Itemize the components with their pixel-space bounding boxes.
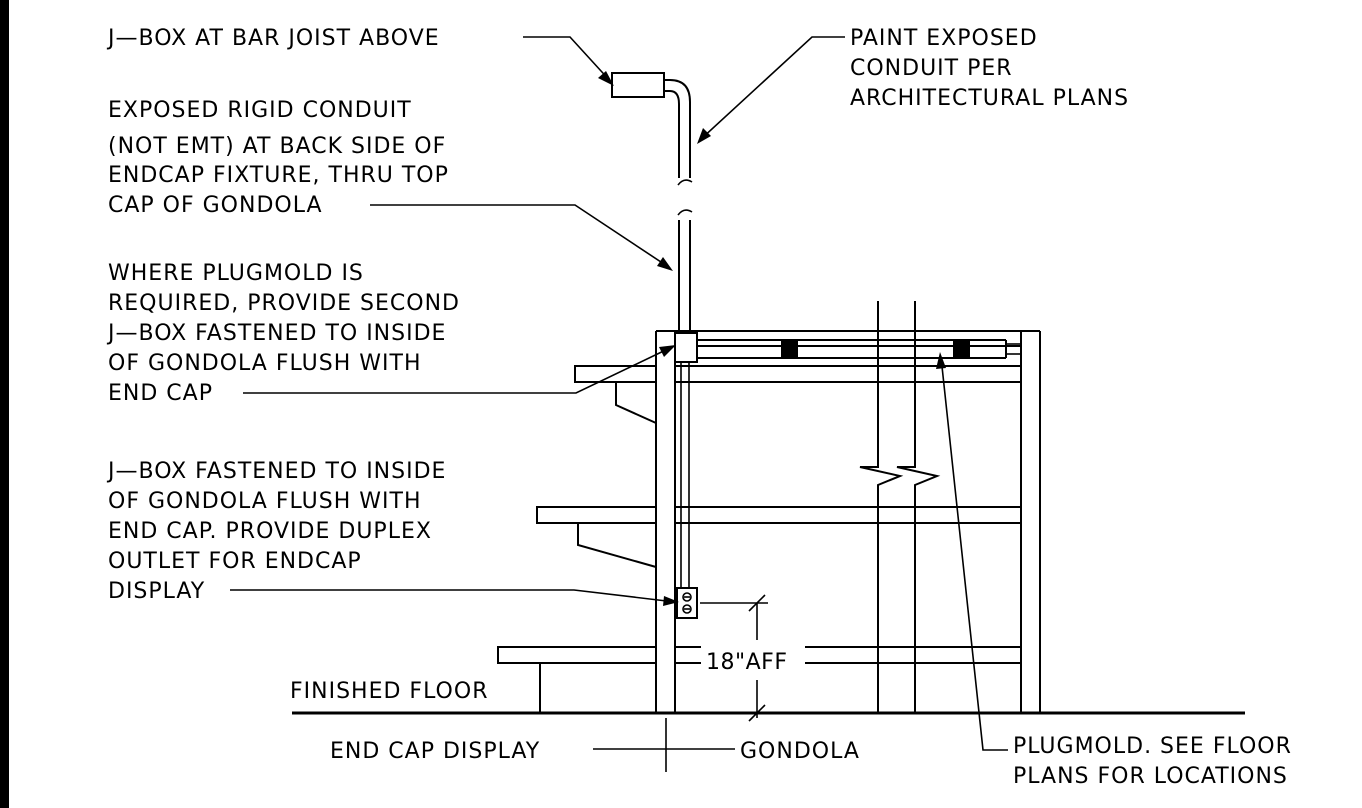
svg-text:END CAP: END CAP — [108, 381, 213, 406]
svg-text:(NOT EMT) AT BACK SIDE OF: (NOT EMT) AT BACK SIDE OF — [108, 134, 446, 159]
duplex-outlet-jbox — [676, 587, 698, 619]
shelf-middle — [536, 506, 1021, 568]
leader-rigid-conduit — [370, 204, 673, 271]
label-jbox-bar-joist: J—BOX AT BAR JOIST ABOVE — [106, 26, 440, 51]
dimension-line — [700, 594, 768, 722]
svg-text:WHERE PLUGMOLD IS: WHERE PLUGMOLD IS — [108, 261, 364, 286]
sheet-border — [0, 0, 9, 808]
leader-plugmold-see — [936, 352, 1008, 751]
svg-text:OF GONDOLA FLUSH WITH: OF GONDOLA FLUSH WITH — [108, 489, 422, 514]
leader-jbox-bar-joist — [523, 36, 614, 86]
end-cap-gondola-divider — [593, 718, 735, 772]
svg-text:ENDCAP FIXTURE, THRU TOP: ENDCAP FIXTURE, THRU TOP — [108, 163, 449, 188]
svg-text:PLANS FOR LOCATIONS: PLANS FOR LOCATIONS — [1013, 764, 1288, 789]
label-end-cap-display: END CAP DISPLAY — [330, 739, 540, 764]
jbox-bar-joist — [611, 72, 670, 98]
svg-text:END CAP. PROVIDE DUPLEX: END CAP. PROVIDE DUPLEX — [108, 519, 432, 544]
gondola-top-cap — [656, 330, 1040, 347]
svg-text:J—BOX FASTENED TO INSIDE: J—BOX FASTENED TO INSIDE — [106, 459, 446, 484]
svg-text:PLUGMOLD. SEE FLOOR: PLUGMOLD. SEE FLOOR — [1013, 734, 1292, 759]
label-finished-floor: FINISHED FLOOR — [290, 679, 488, 704]
dimension-18-aff: 18"AFF — [706, 650, 787, 675]
shelf-lower — [497, 646, 1021, 713]
svg-text:OF GONDOLA FLUSH WITH: OF GONDOLA FLUSH WITH — [108, 351, 422, 376]
gondola-right-upright — [1020, 331, 1041, 713]
leader-jbox-fastened — [230, 589, 679, 606]
plugmold-strip — [697, 339, 1021, 359]
shelf-upper — [574, 365, 1021, 424]
rigid-conduit — [669, 79, 693, 588]
label-plugmold-see: PLUGMOLD. SEE FLOOR PLANS FOR LOCATIONS — [1013, 734, 1292, 789]
leader-plugmold-required — [243, 345, 676, 394]
svg-text:ARCHITECTURAL PLANS: ARCHITECTURAL PLANS — [850, 86, 1129, 111]
leader-paint-conduit — [697, 36, 845, 144]
svg-text:REQUIRED, PROVIDE SECOND: REQUIRED, PROVIDE SECOND — [108, 291, 460, 316]
svg-text:DISPLAY: DISPLAY — [108, 579, 205, 604]
gondola-left-upright — [655, 330, 676, 713]
label-gondola: GONDOLA — [740, 739, 860, 764]
svg-text:CONDUIT PER: CONDUIT PER — [850, 56, 1013, 81]
svg-text:J—BOX FASTENED TO INSIDE: J—BOX FASTENED TO INSIDE — [106, 321, 446, 346]
label-rigid-conduit: EXPOSED RIGID CONDUIT (NOT EMT) AT BACK … — [108, 98, 449, 218]
svg-text:PAINT EXPOSED: PAINT EXPOSED — [850, 26, 1038, 51]
svg-text:OUTLET FOR ENDCAP: OUTLET FOR ENDCAP — [108, 549, 362, 574]
svg-text:EXPOSED RIGID CONDUIT: EXPOSED RIGID CONDUIT — [108, 98, 412, 123]
svg-text:CAP OF GONDOLA: CAP OF GONDOLA — [108, 193, 323, 218]
second-jbox — [674, 332, 698, 363]
label-plugmold-required: WHERE PLUGMOLD IS REQUIRED, PROVIDE SECO… — [106, 261, 460, 406]
label-paint-conduit: PAINT EXPOSED CONDUIT PER ARCHITECTURAL … — [850, 26, 1129, 111]
label-jbox-fastened: J—BOX FASTENED TO INSIDE OF GONDOLA FLUS… — [106, 459, 446, 604]
